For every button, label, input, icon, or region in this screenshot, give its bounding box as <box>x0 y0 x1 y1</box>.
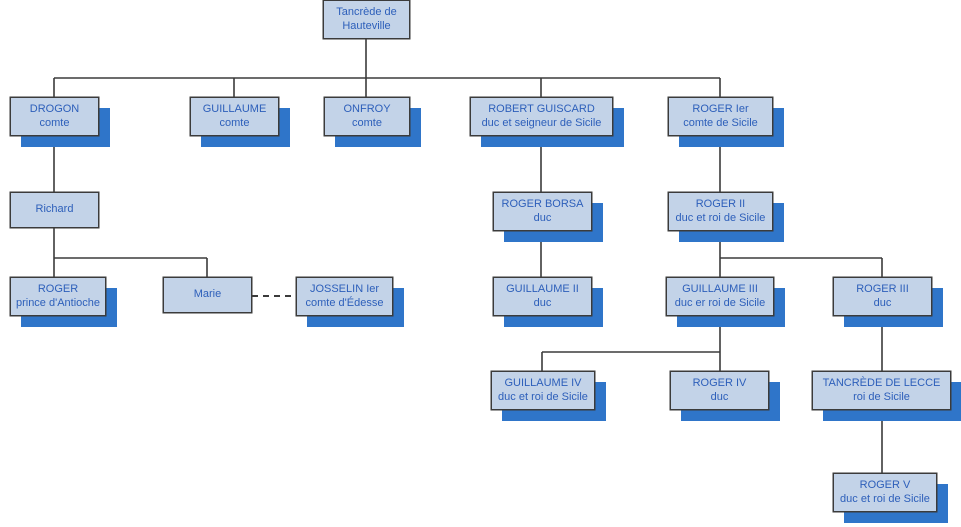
node-guillaume4-title: duc et roi de Sicile <box>498 390 588 403</box>
node-roger1-name: ROGER Ier <box>692 102 749 115</box>
node-guillaume4-name: GUILLAUME IV <box>504 376 582 389</box>
node-robert-title: duc et seigneur de Sicile <box>481 116 602 129</box>
node-josselin-name: JOSSELIN Ier <box>309 282 380 295</box>
node-tancredelecce-title: roi de Sicile <box>853 390 910 403</box>
node-onfroy-name: ONFROY <box>343 102 391 115</box>
node-guillaume-title: comte <box>219 116 250 129</box>
node-roger2-name: ROGER II <box>695 197 746 210</box>
node-robert-name: ROBERT GUISCARD <box>488 102 595 115</box>
node-rogerantioche-name: ROGER <box>37 282 79 295</box>
node-roger4-name: ROGER IV <box>692 376 747 389</box>
node-tancrede-name: Tancrède de <box>336 5 397 18</box>
node-rogerborsa-name: ROGER BORSA <box>501 197 584 210</box>
node-drogon-title: comte <box>39 116 70 129</box>
node-drogon-name: DROGON <box>29 102 80 115</box>
node-onfroy-title: comte <box>352 116 382 129</box>
node-roger4-title: duc <box>710 390 729 403</box>
node-roger3-name: ROGER III <box>856 282 909 295</box>
node-richard[interactable]: Richard <box>10 192 99 228</box>
node-rogerantioche-title: prince d'Antioche <box>15 296 101 309</box>
node-tancredelecce-name: TANCRÈDE DE LECCE <box>822 376 941 389</box>
node-roger2-title: duc et roi de Sicile <box>675 211 766 224</box>
node-richard-name: Richard <box>35 203 74 216</box>
node-roger1-title: comte de Sicile <box>683 116 758 129</box>
node-marie[interactable]: Marie <box>163 277 252 313</box>
node-tancrede-title: Hauteville <box>342 19 391 32</box>
node-guillaume-name: GUILLAUME <box>202 102 267 115</box>
node-josselin-title: comte d'Édesse <box>305 296 384 309</box>
node-guillaume2-title: duc <box>533 296 552 309</box>
node-rogerborsa-title: duc <box>533 211 552 224</box>
node-guillaume3-title: duc er roi de Sicile <box>674 296 766 309</box>
node-roger3-title: duc <box>873 296 892 309</box>
node-guillaume3-name: GUILLAUME III <box>682 282 758 295</box>
node-roger5-name: ROGER V <box>859 478 911 491</box>
node-marie-name: Marie <box>193 288 222 301</box>
node-roger5-title: duc et roi de Sicile <box>840 492 930 505</box>
node-guillaume2-name: GUILLAUME II <box>506 282 579 295</box>
